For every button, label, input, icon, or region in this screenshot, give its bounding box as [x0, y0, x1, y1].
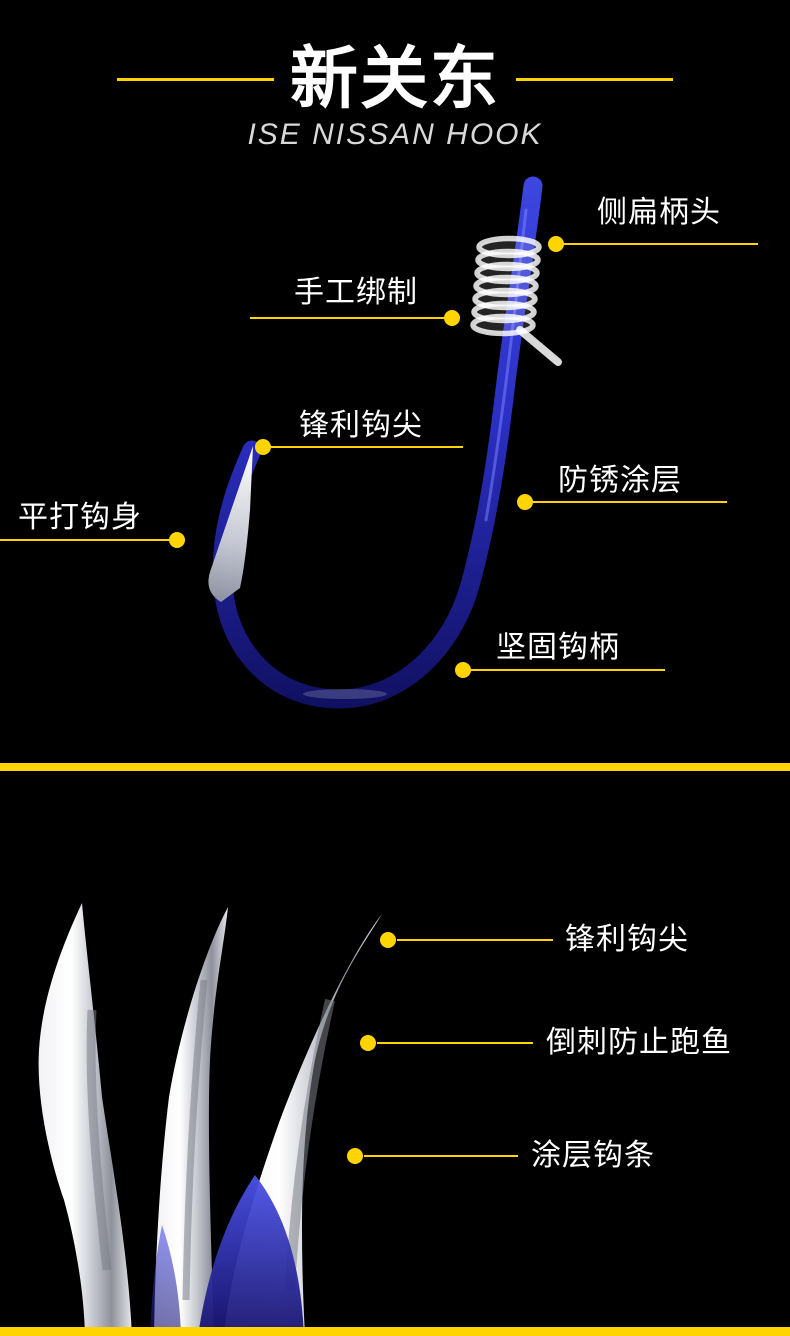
callout-dot-coated-wire	[347, 1148, 363, 1164]
callout-line-hand-tied	[250, 317, 453, 319]
page-subtitle: ISE NISSAN HOOK	[247, 118, 543, 151]
callout-label-flat-shank-head: 侧扁柄头	[597, 196, 721, 229]
callout-label-coated-wire: 涂层钩条	[531, 1139, 655, 1172]
blade-blue-streak	[150, 1225, 181, 1336]
hook-point	[208, 446, 253, 602]
callout-line-sturdy-shank	[463, 669, 665, 671]
callout-line-anti-rust-coating	[525, 501, 727, 503]
title-row: 新关东	[0, 45, 790, 113]
callout-dot-sturdy-shank	[455, 662, 471, 678]
callout-line-sharp-point-bottom	[397, 939, 553, 941]
callout-line-flat-forged-body	[0, 539, 178, 541]
blade-shading-left	[86, 1009, 112, 1271]
callout-label-anti-rust-coating: 防锈涂层	[558, 464, 682, 497]
callout-dot-hand-tied	[444, 310, 460, 326]
callout-line-flat-shank-head	[556, 243, 758, 245]
blade-blue-coating	[198, 1175, 304, 1336]
hook-binding-coil	[470, 235, 542, 337]
callout-dot-flat-shank-head	[548, 236, 564, 252]
line-tag-end	[516, 326, 562, 366]
hook-shank-highlight	[484, 208, 528, 522]
callout-label-sharp-point-bottom: 锋利钩尖	[565, 923, 689, 956]
bottom-bar	[0, 1327, 790, 1336]
callout-dot-sharp-point-top	[255, 439, 271, 455]
callout-label-sturdy-shank: 坚固钩柄	[496, 631, 620, 664]
hook-bend-glint	[303, 689, 387, 699]
blade-shading-middle	[182, 979, 208, 1301]
callout-line-barb	[377, 1042, 533, 1044]
callout-label-sharp-point-top: 锋利钩尖	[299, 409, 423, 442]
callout-dot-anti-rust-coating	[517, 494, 533, 510]
title-rule-left	[116, 77, 274, 81]
callout-label-barb: 倒刺防止跑鱼	[546, 1026, 732, 1059]
callout-line-sharp-point-top	[263, 446, 463, 448]
hook-illustration	[208, 176, 562, 709]
callout-dot-barb	[360, 1035, 376, 1051]
title-rule-right	[516, 77, 673, 81]
hook-points-closeup	[38, 903, 382, 1336]
callout-dot-flat-forged-body	[169, 532, 185, 548]
blade-shading-right	[285, 998, 335, 1291]
section-divider	[0, 763, 790, 771]
callout-line-coated-wire	[364, 1155, 518, 1157]
callout-dot-sharp-point-bottom	[380, 932, 396, 948]
page-title: 新关东	[289, 41, 500, 117]
callout-label-flat-forged-body: 平打钩身	[18, 501, 142, 534]
callout-label-hand-tied: 手工绑制	[294, 276, 418, 309]
hook-point-blade-left	[38, 903, 132, 1336]
